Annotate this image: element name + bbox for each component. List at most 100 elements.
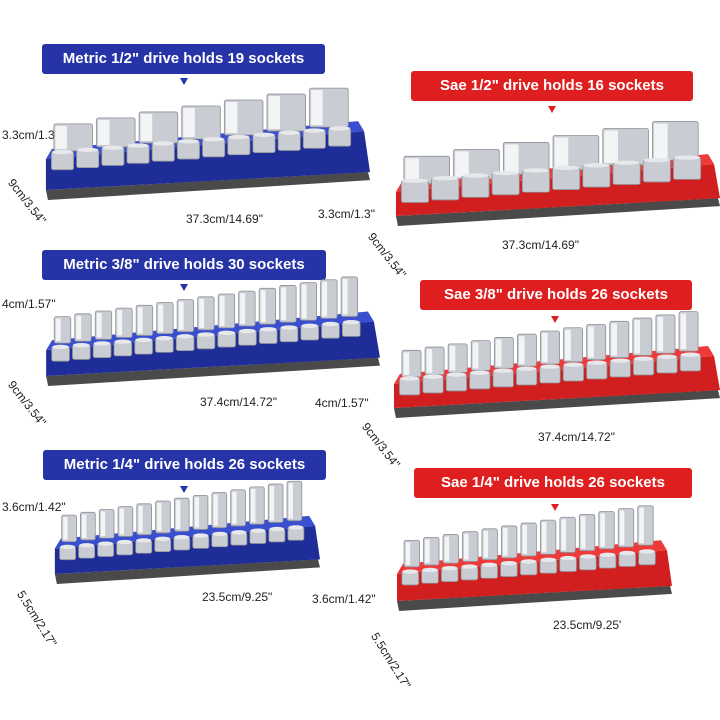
metric-3-8-title: Metric 3/8" drive holds 30 sockets	[42, 250, 326, 280]
back-socket-shine	[680, 313, 687, 350]
front-socket-rim	[579, 554, 596, 559]
front-socket	[176, 140, 200, 160]
front-socket-rim	[135, 337, 153, 343]
metric-3-8-tray	[46, 276, 381, 386]
back-socket-shine	[178, 301, 184, 330]
front-socket-rim	[610, 358, 630, 363]
back-socket-shine	[657, 316, 664, 352]
front-socket-rim	[470, 370, 490, 375]
front-socket-rim	[540, 557, 557, 563]
front-socket-rim	[563, 362, 584, 367]
front-socket	[461, 175, 490, 198]
back-socket-shine	[522, 525, 528, 555]
metric-quarter-tray	[54, 480, 321, 584]
front-socket-rim	[79, 543, 95, 548]
metric-quarter-arrow	[180, 486, 188, 493]
front-socket	[252, 134, 276, 154]
front-socket-rim	[60, 544, 76, 550]
back-socket-shine	[518, 336, 525, 365]
front-socket-rim	[633, 356, 654, 361]
back-socket-shine	[311, 90, 323, 126]
front-socket-rim	[432, 175, 459, 181]
tray-base	[393, 390, 720, 418]
front-socket	[632, 358, 655, 376]
sae-quarter-arrow	[551, 504, 559, 511]
front-socket-rim	[492, 170, 519, 176]
front-socket	[227, 136, 251, 156]
front-socket	[431, 177, 460, 201]
front-socket-rim	[322, 321, 339, 327]
back-socket-shine	[250, 488, 256, 523]
front-socket-rim	[423, 374, 443, 379]
front-socket	[399, 378, 421, 396]
front-socket	[552, 167, 581, 191]
front-socket	[126, 145, 150, 164]
back-socket-shine	[288, 483, 293, 519]
back-socket-shine	[600, 513, 605, 547]
back-socket-shine	[554, 137, 569, 168]
front-socket-rim	[114, 339, 132, 344]
front-socket-rim	[136, 538, 152, 543]
front-socket-rim	[441, 566, 458, 571]
front-socket	[151, 143, 175, 162]
back-socket-shine	[502, 527, 508, 556]
back-socket-shine	[639, 507, 644, 544]
front-socket-rim	[401, 178, 429, 183]
back-socket-shine	[426, 349, 433, 373]
front-socket-rim	[127, 143, 149, 148]
back-socket-shine	[405, 542, 411, 565]
back-socket-shine	[619, 510, 625, 545]
front-socket-rim	[52, 344, 69, 350]
back-socket-shine	[240, 293, 246, 324]
back-socket-shine	[301, 284, 307, 319]
front-socket	[582, 164, 611, 188]
front-socket-rim	[540, 364, 560, 369]
back-socket-shine	[97, 119, 110, 145]
sae-3-8-tray	[393, 311, 720, 418]
front-socket-rim	[253, 132, 275, 138]
back-socket-shine	[199, 298, 205, 328]
front-socket	[400, 180, 430, 203]
back-socket-shine	[463, 533, 469, 560]
back-socket-shine	[213, 494, 218, 526]
front-socket-rim	[177, 139, 200, 144]
metric-quarter-length: 23.5cm/9.25"	[202, 590, 273, 604]
front-socket-rim	[560, 555, 576, 561]
back-socket-shine	[194, 497, 200, 528]
back-socket-shine	[119, 508, 124, 535]
metric-half-height: 3.3cm/1.3"	[2, 128, 59, 142]
front-socket-rim	[493, 368, 513, 373]
front-socket-rim	[174, 534, 190, 540]
back-socket-shine	[611, 323, 617, 356]
front-socket-rim	[501, 560, 517, 566]
front-socket-rim	[117, 539, 133, 545]
front-socket	[492, 370, 514, 388]
back-socket-shine	[403, 352, 410, 375]
front-socket	[491, 172, 520, 196]
front-socket-rim	[680, 352, 701, 357]
back-socket-shine	[634, 320, 641, 354]
front-socket-rim	[102, 145, 124, 150]
front-socket-rim	[280, 325, 298, 330]
front-socket-rim	[639, 549, 655, 554]
front-socket-rim	[152, 141, 174, 146]
back-socket-shine	[225, 102, 238, 134]
back-socket-shine	[405, 158, 420, 182]
front-socket-rim	[613, 160, 640, 165]
front-socket-rim	[77, 147, 99, 153]
front-socket	[679, 354, 701, 372]
back-socket-shine	[565, 329, 571, 360]
front-socket-rim	[228, 134, 250, 140]
front-socket-rim	[583, 163, 610, 168]
front-socket-rim	[269, 526, 285, 532]
front-socket-rim	[278, 130, 300, 135]
metric-3-8-arrow	[180, 284, 188, 291]
front-socket	[202, 138, 226, 158]
front-socket-rim	[522, 168, 550, 173]
sae-quarter-depth: 5.5cm/2.17"	[368, 630, 414, 692]
back-socket-shine	[117, 310, 123, 336]
front-socket-rim	[212, 531, 228, 537]
back-socket-shine	[140, 113, 153, 141]
back-socket-shine	[472, 342, 479, 369]
sae-half-length: 37.3cm/14.69"	[502, 238, 579, 252]
